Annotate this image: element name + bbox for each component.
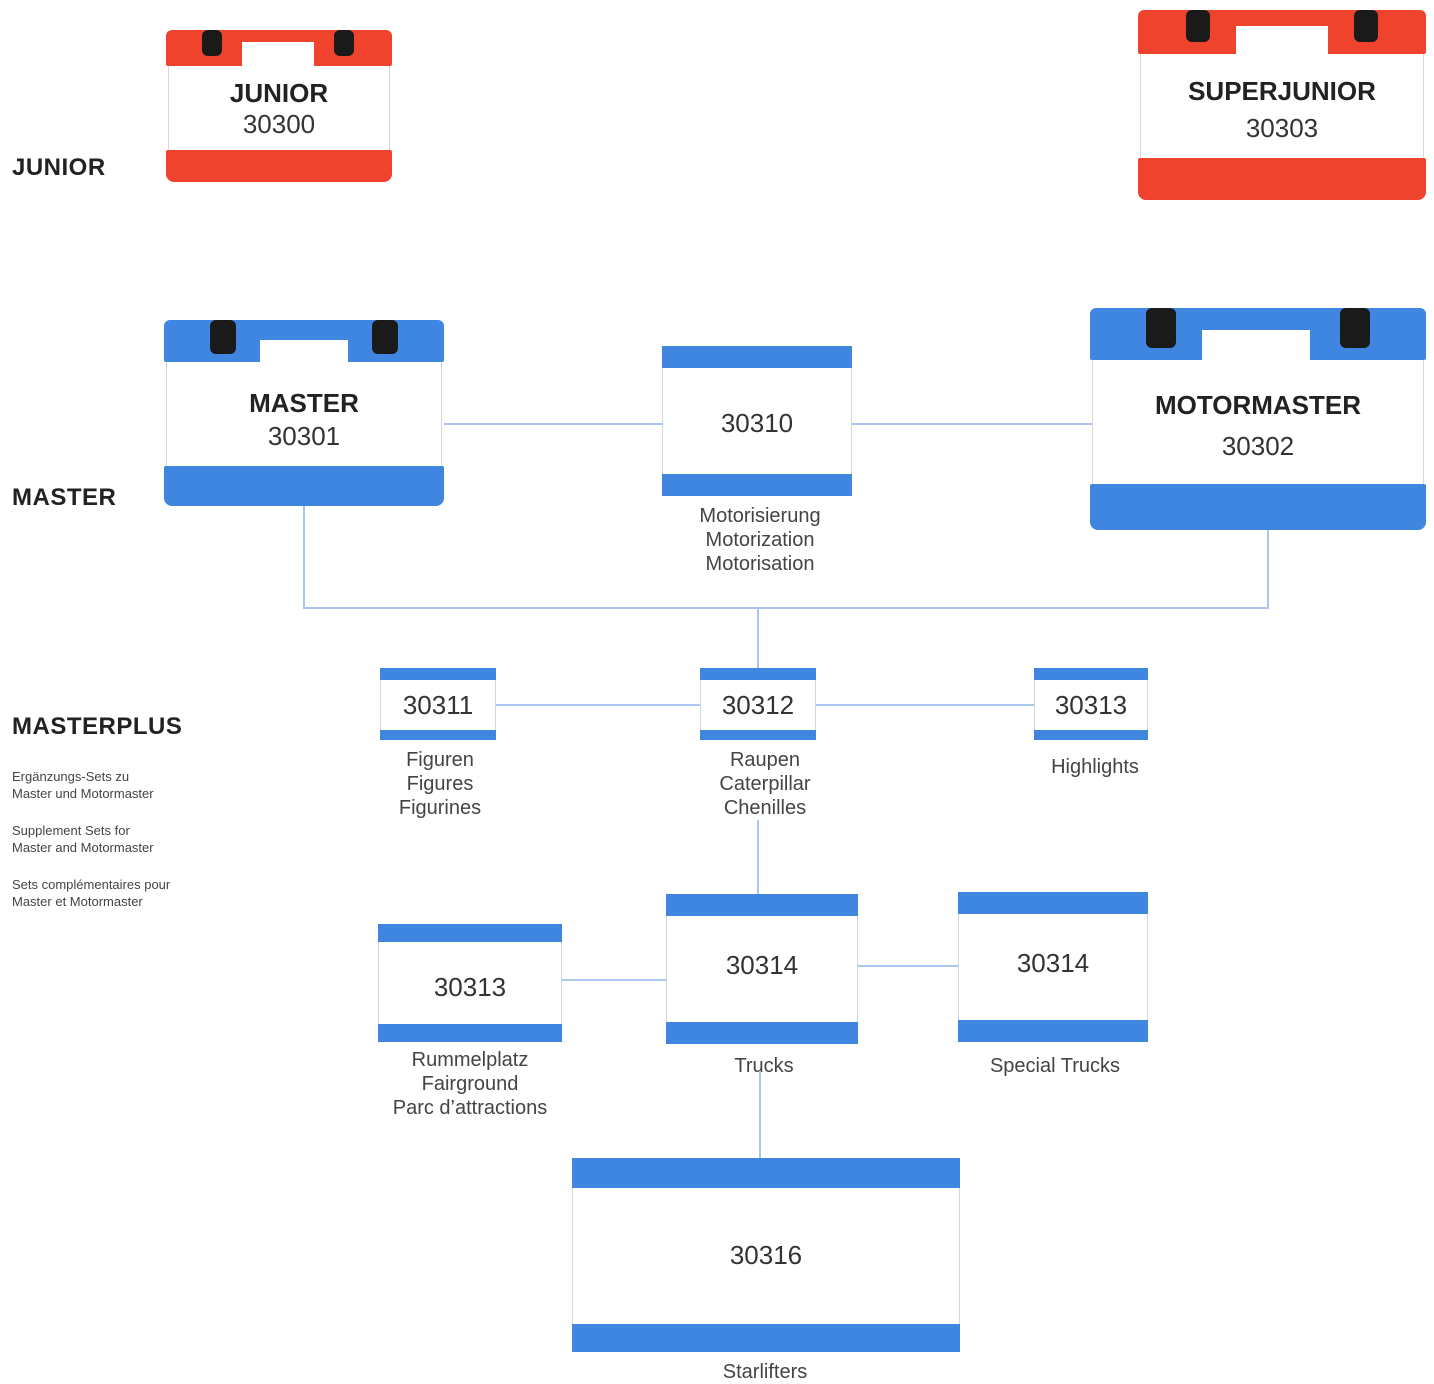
section-label-junior: JUNIOR xyxy=(12,154,106,181)
case-name: MOTORMASTER xyxy=(1154,390,1362,420)
handle-grip xyxy=(1186,10,1210,42)
case-code: 30301 xyxy=(267,421,341,451)
note-line: Supplement Sets for xyxy=(12,823,130,838)
note-line: Ergänzungs-Sets zu xyxy=(12,769,130,784)
set-code: 30313 xyxy=(433,972,507,1002)
handle-grip xyxy=(202,30,222,56)
set-box-motorization: 30310 xyxy=(662,346,852,496)
caption-line: Parc d’attractions xyxy=(392,1097,548,1119)
caption-fairground: Rummelplatz Fairground Parc d’attraction… xyxy=(370,1048,570,1120)
caption-line: Highlights xyxy=(1051,756,1139,778)
caption-line: Motorisation xyxy=(705,553,815,575)
case-code: 30300 xyxy=(242,109,316,139)
caption-line: Special Trucks xyxy=(989,1055,1121,1077)
set-code: 30314 xyxy=(725,950,799,980)
caption-starlifters: Starlifters xyxy=(680,1360,850,1384)
section-label-masterplus: MASTERPLUS xyxy=(12,713,183,740)
case-name: SUPERJUNIOR xyxy=(1188,76,1376,106)
handle-grip xyxy=(1340,308,1370,348)
case-junior: JUNIOR 30300 xyxy=(166,30,392,182)
caption-line: Raupen xyxy=(729,749,801,771)
caption-line: Trucks xyxy=(734,1055,794,1077)
case-code: 30302 xyxy=(1221,431,1295,461)
masterplus-note-de: Ergänzungs-Sets zu Master und Motormaste… xyxy=(12,768,232,802)
set-code: 30313 xyxy=(1054,690,1128,720)
set-box-trucks: 30314 xyxy=(666,894,858,1044)
caption-line: Fairground xyxy=(421,1073,519,1095)
note-line: Master et Motormaster xyxy=(12,894,143,909)
caption-line: Figures xyxy=(406,773,474,795)
caption-line: Figuren xyxy=(406,749,474,771)
handle-grip xyxy=(210,320,236,354)
set-box-figures: 30311 xyxy=(380,668,496,740)
caption-line: Motorization xyxy=(705,529,815,551)
caption-line: Starlifters xyxy=(722,1361,808,1383)
caption-special-trucks: Special Trucks xyxy=(960,1054,1150,1078)
masterplus-note-en: Supplement Sets for Master and Motormast… xyxy=(12,822,232,856)
case-motormaster: MOTORMASTER 30302 xyxy=(1090,308,1426,530)
caption-figures: Figuren Figures Figurines xyxy=(370,748,510,820)
handle-grip xyxy=(1354,10,1378,42)
note-line: Sets complémentaires pour xyxy=(12,877,171,892)
set-code: 30316 xyxy=(729,1240,803,1270)
handle-grip xyxy=(334,30,354,56)
caption-caterpillar: Raupen Caterpillar Chenilles xyxy=(690,748,840,820)
caption-motorization: Motorisierung Motorization Motorisation xyxy=(660,504,860,576)
masterplus-note-fr: Sets complémentaires pour Master et Moto… xyxy=(12,876,232,910)
case-name: MASTER xyxy=(249,388,359,418)
handle-grip xyxy=(372,320,398,354)
set-box-fairground: 30313 xyxy=(378,924,562,1042)
set-box-caterpillar: 30312 xyxy=(700,668,816,740)
note-line: Master and Motormaster xyxy=(12,840,154,855)
note-line: Master und Motormaster xyxy=(12,786,154,801)
caption-line: Rummelplatz xyxy=(411,1049,529,1071)
set-code: 30314 xyxy=(1016,948,1090,978)
set-box-highlights: 30313 xyxy=(1034,668,1148,740)
caption-trucks: Trucks xyxy=(680,1054,848,1078)
set-code: 30311 xyxy=(402,690,474,720)
case-superjunior: SUPERJUNIOR 30303 xyxy=(1138,10,1426,200)
handle-grip xyxy=(1146,308,1176,348)
section-label-master: MASTER xyxy=(12,484,117,511)
connector-master-motormaster-bus xyxy=(303,505,1269,609)
caption-line: Figurines xyxy=(398,797,482,819)
set-box-starlifters: 30316 xyxy=(572,1158,960,1352)
case-name: JUNIOR xyxy=(229,78,329,108)
set-box-special-trucks: 30314 xyxy=(958,892,1148,1042)
caption-line: Motorisierung xyxy=(699,505,821,527)
case-code: 30303 xyxy=(1245,113,1319,143)
caption-line: Caterpillar xyxy=(719,773,811,795)
case-master: MASTER 30301 xyxy=(164,320,444,506)
caption-line: Chenilles xyxy=(723,797,807,819)
caption-highlights: Highlights xyxy=(1020,755,1170,779)
set-code: 30310 xyxy=(720,408,794,438)
set-code: 30312 xyxy=(721,690,795,720)
